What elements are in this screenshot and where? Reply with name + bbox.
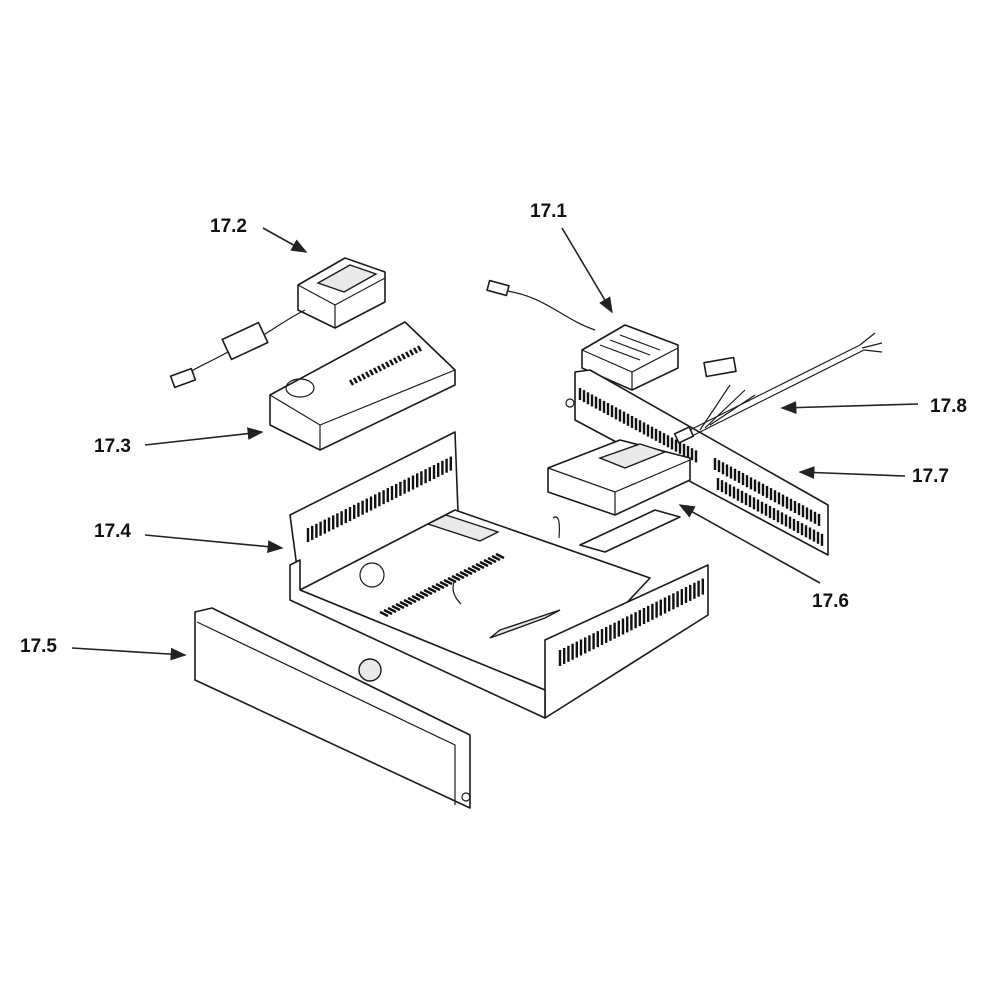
vent-slot [431,584,441,592]
vent-slot [487,556,497,564]
vent-slot [368,369,375,376]
vent-slot [416,345,423,352]
callout-label: 17.5 [20,636,57,657]
vent-slot [483,558,493,566]
callout-arrow [71,647,187,661]
vent-slot [400,353,407,360]
vent-slot [360,373,367,380]
callout-label: 17.3 [94,436,131,457]
callout-17-4: 17.4 [94,521,284,554]
vent-slot [427,586,437,594]
vent-slot [411,594,421,602]
callout-17-2: 17.2 [210,216,308,253]
vent-slot [455,572,465,580]
vent-slot [451,574,461,582]
callout-17-1: 17.1 [530,201,613,314]
vent-slot [372,367,379,374]
callout-17-3: 17.3 [94,427,264,457]
vent-slot [423,588,433,596]
callout-arrow [780,401,919,414]
vent-slot [356,375,363,382]
callout-arrow [144,534,284,554]
vent-slot [412,347,419,354]
vent-slot [395,602,405,610]
vent-slot [491,554,501,562]
circuit-board-part [547,439,691,553]
callout-17-6: 17.6 [678,504,849,612]
wire-harness-part [673,332,883,444]
callout-label: 17.7 [912,466,949,487]
callout-17-8: 17.8 [780,396,967,417]
vent-slot [459,570,469,578]
vent-slot [439,580,449,588]
callout-arrow [262,227,308,253]
callout-arrow [561,227,613,314]
vent-slot [471,564,481,572]
rear-panel-part [565,369,829,556]
vent-slot [467,566,477,574]
vent-slot [387,606,397,614]
chassis-tray-part [289,431,709,719]
vent-slot [348,379,355,386]
vent-slot [435,582,445,590]
callout-17-5: 17.5 [20,636,187,661]
vent-slot [352,377,359,384]
callout-label: 17.4 [94,521,131,542]
power-adapter-part [169,257,386,389]
vent-slot [364,371,371,378]
callout-arrow [678,504,821,584]
vent-slot [391,604,401,612]
vent-slot [388,359,395,366]
vent-slot [384,361,391,368]
vent-slot [376,365,383,372]
vent-slot [396,355,403,362]
vent-slot [379,610,389,618]
vent-slot [383,608,393,616]
vent-slot [392,357,399,364]
callout-arrow [798,466,906,479]
callout-label: 17.1 [530,201,567,222]
front-panel-part [194,607,471,809]
vent-slot [463,568,473,576]
control-module-part [269,321,456,451]
vent-slot [403,598,413,606]
vent-slot [408,349,415,356]
vent-slot [443,578,453,586]
callout-17-7: 17.7 [798,466,949,487]
vent-slot [415,592,425,600]
battery-holder-part [486,279,679,391]
vent-slot [399,600,409,608]
vent-slot [495,552,505,560]
vent-slot [419,590,429,598]
callout-label: 17.6 [812,591,849,612]
vent-slot [380,363,387,370]
callout-label: 17.8 [930,396,967,417]
vent-slot [475,562,485,570]
vent-slot [404,351,411,358]
callout-arrow [144,427,264,446]
vent-slot [479,560,489,568]
vent-slot [407,596,417,604]
callout-label: 17.2 [210,216,247,237]
